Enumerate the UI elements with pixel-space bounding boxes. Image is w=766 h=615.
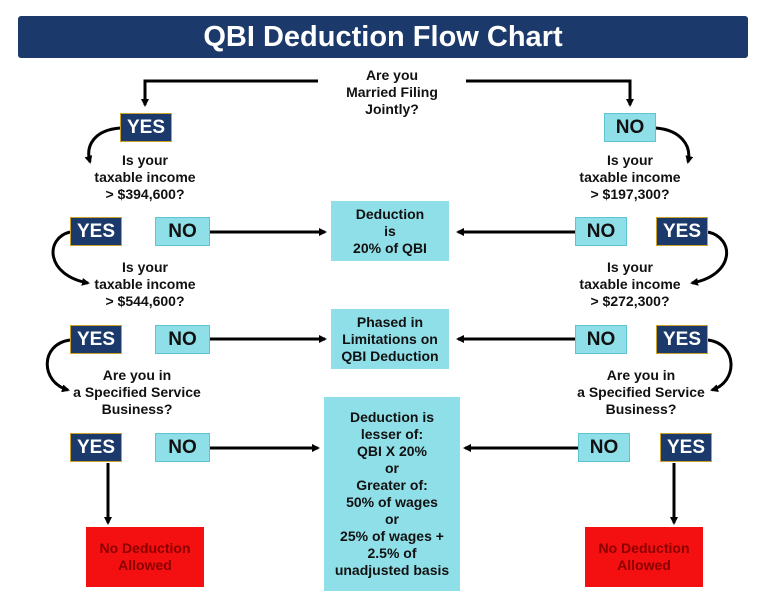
question-income-544600: Is your taxable income > $544,600? [94, 259, 196, 309]
yes-married-badge: YES [120, 113, 172, 142]
result-phased-in-limitations: Phased in Limitations on QBI Deduction [331, 309, 449, 369]
yes-272300-badge: YES [656, 325, 708, 354]
question-income-394600: Is your taxable income > $394,600? [94, 152, 196, 202]
no-specified-service-right-badge: NO [578, 433, 630, 462]
result-20-percent-qbi: Deduction is 20% of QBI [331, 201, 449, 261]
arrow-yes-to-q1-left [84, 126, 121, 164]
yes-197300-badge: YES [656, 217, 708, 246]
no-272300-badge: NO [575, 325, 627, 354]
arrow-no-to-q1-right [655, 126, 694, 164]
no-197300-badge: NO [575, 217, 627, 246]
yes-544600-badge: YES [70, 325, 122, 354]
yes-specified-service-right-badge: YES [660, 433, 712, 462]
no-544600-badge: NO [155, 325, 210, 354]
arrow-married-no [466, 79, 634, 107]
no-deduction-allowed-left: No Deduction Allowed [86, 527, 204, 587]
no-specified-service-left-badge: NO [155, 433, 210, 462]
no-deduction-allowed-right: No Deduction Allowed [585, 527, 703, 587]
arrow-married-yes [141, 79, 318, 107]
question-married-filing-jointly: Are you Married Filing Jointly? [346, 67, 438, 117]
arrow-yes2-to-q3-right [707, 338, 733, 393]
arrow-yes1-to-q2-left [51, 230, 90, 286]
question-income-272300: Is your taxable income > $272,300? [579, 259, 681, 309]
arrow-yes1-to-q2-right [690, 230, 729, 286]
arrow-yes2-to-q3-left [45, 338, 71, 393]
yes-394600-badge: YES [70, 217, 122, 246]
title-bar: QBI Deduction Flow Chart [18, 16, 748, 58]
question-income-197300: Is your taxable income > $197,300? [579, 152, 681, 202]
question-specified-service-left: Are you in a Specified Service Business? [73, 367, 201, 417]
no-394600-badge: NO [155, 217, 210, 246]
result-lesser-greater-of: Deduction is lesser of: QBI X 20% or Gre… [324, 397, 460, 591]
page-title: QBI Deduction Flow Chart [203, 20, 563, 53]
no-married-badge: NO [604, 113, 656, 142]
question-specified-service-right: Are you in a Specified Service Business? [577, 367, 705, 417]
yes-specified-service-left-badge: YES [70, 433, 122, 462]
